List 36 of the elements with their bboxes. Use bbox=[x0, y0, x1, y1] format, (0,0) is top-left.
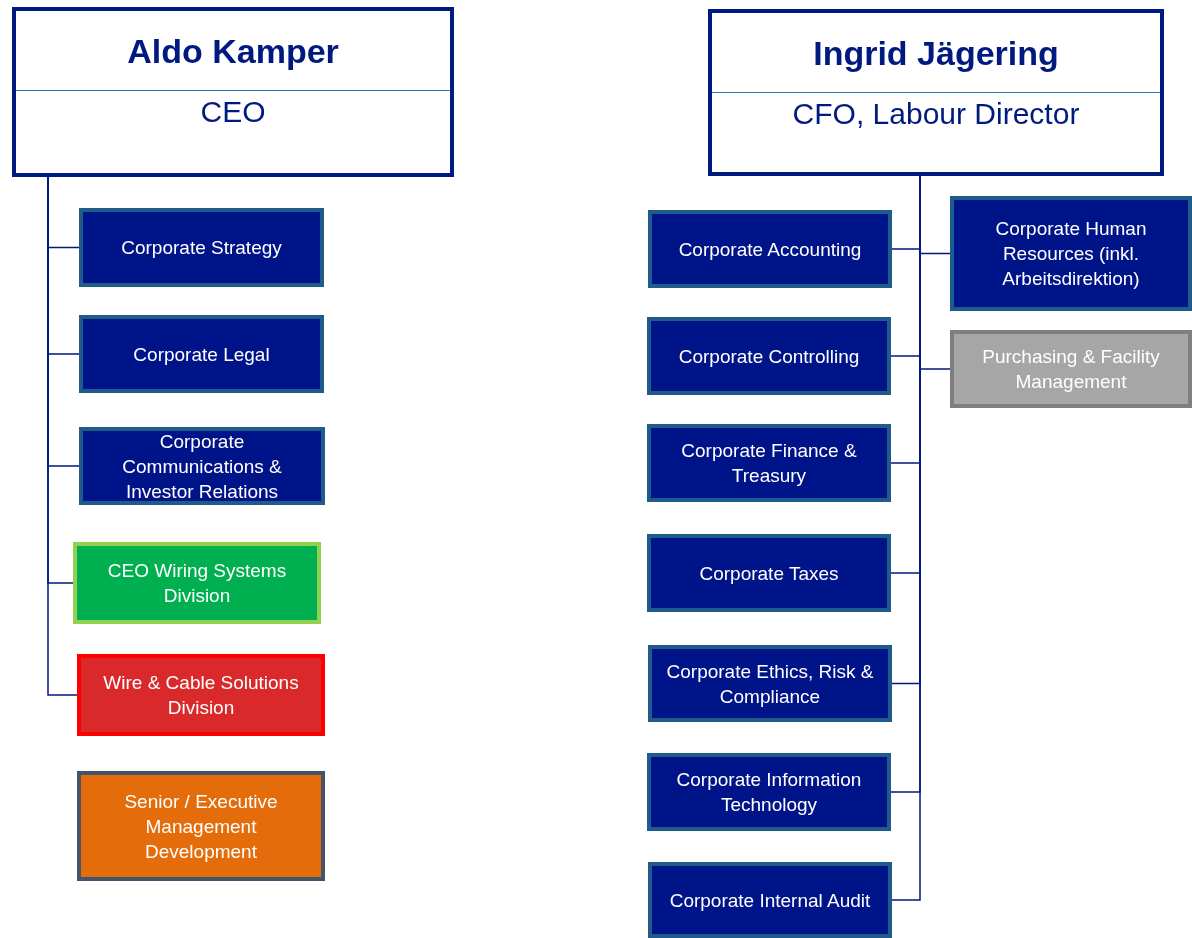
person-box bbox=[12, 7, 454, 177]
department-box bbox=[647, 424, 891, 502]
department-name: Purchasing & Facility Management bbox=[981, 345, 1161, 394]
department-name: CEO Wiring Systems Division bbox=[106, 559, 288, 608]
job-title: CFO, Labour Director bbox=[792, 96, 1080, 132]
department-box bbox=[77, 654, 325, 736]
department-name: Corporate Controlling bbox=[678, 344, 860, 369]
department-box bbox=[950, 330, 1192, 408]
person-name: Aldo Kamper bbox=[16, 11, 450, 91]
department-name: Corporate Ethics, Risk & Compliance bbox=[665, 659, 875, 709]
department-box bbox=[648, 645, 892, 722]
department-box bbox=[77, 771, 325, 881]
department-box bbox=[79, 315, 324, 393]
person-box bbox=[708, 9, 1164, 176]
department-name: Corporate Communications & Investor Relations bbox=[121, 429, 283, 504]
department-box bbox=[648, 210, 892, 288]
department-box bbox=[73, 542, 321, 624]
department-box bbox=[647, 534, 891, 612]
department-box bbox=[647, 753, 891, 831]
department-name: Corporate Strategy bbox=[121, 236, 282, 260]
department-box bbox=[648, 862, 892, 938]
department-name: Corporate Information Technology bbox=[675, 768, 863, 817]
department-box bbox=[647, 317, 891, 395]
department-box bbox=[79, 208, 324, 287]
department-name: Corporate Finance & Treasury bbox=[680, 439, 858, 488]
job-title: CEO bbox=[200, 94, 266, 130]
department-name: Corporate Accounting bbox=[678, 237, 862, 262]
department-name: Corporate Internal Audit bbox=[669, 888, 871, 913]
person-name: Ingrid Jägering bbox=[712, 13, 1160, 93]
department-name: Wire & Cable Solutions Division bbox=[102, 671, 300, 720]
department-name: Corporate Legal bbox=[133, 342, 270, 367]
department-name: Corporate Taxes bbox=[699, 561, 839, 586]
department-name: Corporate Human Resources (inkl. Arbeitsdirektion) bbox=[994, 217, 1148, 291]
department-box bbox=[950, 196, 1192, 311]
department-name: Senior / Executive Management Development bbox=[123, 789, 279, 864]
department-box bbox=[79, 427, 325, 505]
